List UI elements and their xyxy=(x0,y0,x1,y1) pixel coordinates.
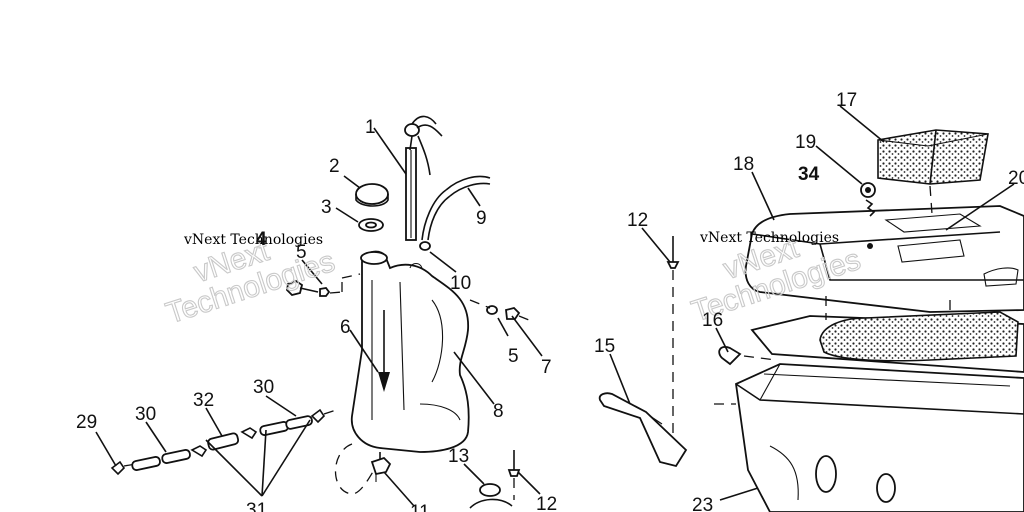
callout-30-left: 30 xyxy=(135,404,156,425)
part-tank-body xyxy=(350,250,470,462)
callout-9: 9 xyxy=(476,208,487,229)
svg-text:vNext Technologies: vNext Technologies xyxy=(183,232,323,248)
callout-31: 31 xyxy=(246,500,267,512)
callout-7: 7 xyxy=(541,357,552,378)
callout-32: 32 xyxy=(193,390,214,411)
part-filter-element xyxy=(750,311,1024,373)
callout-8: 8 xyxy=(493,401,504,422)
part-13-grommet xyxy=(469,483,513,509)
part-10-connector xyxy=(419,241,431,251)
watermark-left: vNext Technologies vNext Technologies xyxy=(162,232,340,331)
callout-13: 13 xyxy=(448,446,469,467)
callout-34: 34 xyxy=(798,164,820,185)
callout-19: 19 xyxy=(795,132,816,153)
callouts: 1 2 3 4 5 6 9 10 5 7 8 11 13 12 29 30 32… xyxy=(76,90,1024,512)
svg-text:vNext Technologies: vNext Technologies xyxy=(699,230,839,246)
callout-11: 11 xyxy=(410,502,430,512)
part-5-7-fasteners xyxy=(469,299,535,323)
part-3-gasket xyxy=(358,218,384,232)
callout-5-left: 5 xyxy=(296,242,307,263)
part-17-foam-block xyxy=(877,129,989,215)
part-18-airbox-cover xyxy=(744,205,1024,320)
part-9-hose xyxy=(421,175,491,241)
callout-5-right: 5 xyxy=(508,346,519,367)
part-15-bracket xyxy=(598,392,688,468)
callout-6: 6 xyxy=(340,317,351,338)
callout-23: 23 xyxy=(692,495,713,512)
part-2-cap xyxy=(355,183,389,207)
callout-16: 16 xyxy=(702,310,723,331)
part-1-pickup-tube xyxy=(404,115,443,241)
callout-2: 2 xyxy=(329,156,340,177)
part-16-clip xyxy=(718,346,777,366)
leader-lines xyxy=(95,105,1015,507)
part-23-airbox-base xyxy=(714,363,1024,512)
part-12-screw-bottom xyxy=(507,450,521,500)
callout-29: 29 xyxy=(76,412,97,433)
fuel-line-assembly xyxy=(110,408,337,497)
part-19-fastener xyxy=(860,182,876,217)
drain-line xyxy=(334,443,375,495)
callout-12-right: 12 xyxy=(627,210,648,231)
callout-12-bottom: 12 xyxy=(536,494,557,512)
callout-17: 17 xyxy=(836,90,857,111)
callout-3: 3 xyxy=(321,197,332,218)
callout-15: 15 xyxy=(594,336,615,357)
callout-1: 1 xyxy=(365,117,376,138)
callout-20: 20 xyxy=(1008,168,1024,189)
part-12-screw-right xyxy=(666,236,680,440)
callout-18: 18 xyxy=(733,154,754,175)
callout-4: 4 xyxy=(256,229,267,250)
callout-10: 10 xyxy=(450,273,471,294)
callout-30-right: 30 xyxy=(253,377,274,398)
part-11-drain-fitting xyxy=(370,456,392,482)
part-4-bolt xyxy=(286,273,361,297)
